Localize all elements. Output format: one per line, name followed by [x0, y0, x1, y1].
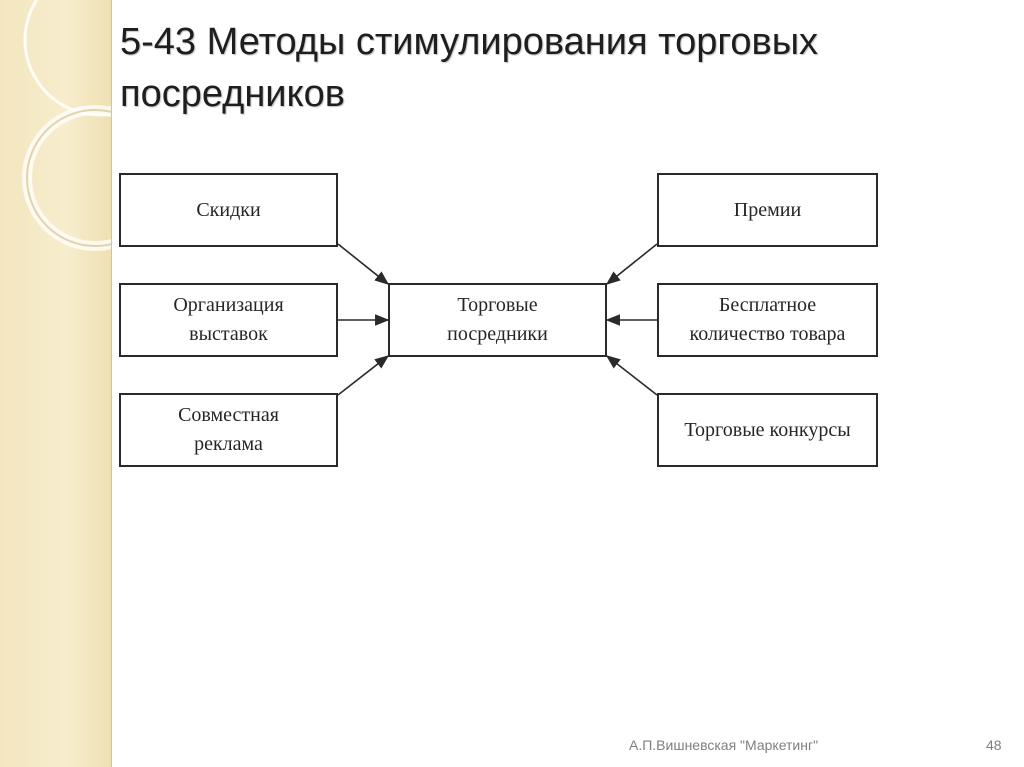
arrow-konkursy — [605, 355, 658, 396]
box-premii: Премии — [657, 173, 878, 247]
decorative-circles — [22, 0, 111, 251]
box-organizatsiya-vystavok: Организация выставок — [119, 283, 338, 357]
arrow-skidki — [337, 243, 390, 285]
arrow-premii — [605, 243, 658, 285]
decorative-side-band — [0, 0, 112, 767]
slide-title: 5-43 Методы стимулирования торговых поср… — [120, 16, 980, 120]
title-line-2: посредников — [120, 73, 345, 115]
box-torgovye-konkursy: Торговые конкурсы — [657, 393, 878, 467]
arrow-reklama — [337, 355, 390, 396]
box-sovmestnaya-reklama: Совместная реклама — [119, 393, 338, 467]
box-besplatnoe-kolichestvo: Бесплатное количество товара — [657, 283, 878, 357]
page-number: 48 — [986, 737, 1002, 753]
box-skidki: Скидки — [119, 173, 338, 247]
box-torgovye-posredniki: Торговые посредники — [388, 283, 607, 357]
footer-author: А.П.Вишневская "Маркетинг" — [629, 737, 819, 753]
title-line-1: 5-43 Методы стимулирования торговых — [120, 21, 819, 63]
